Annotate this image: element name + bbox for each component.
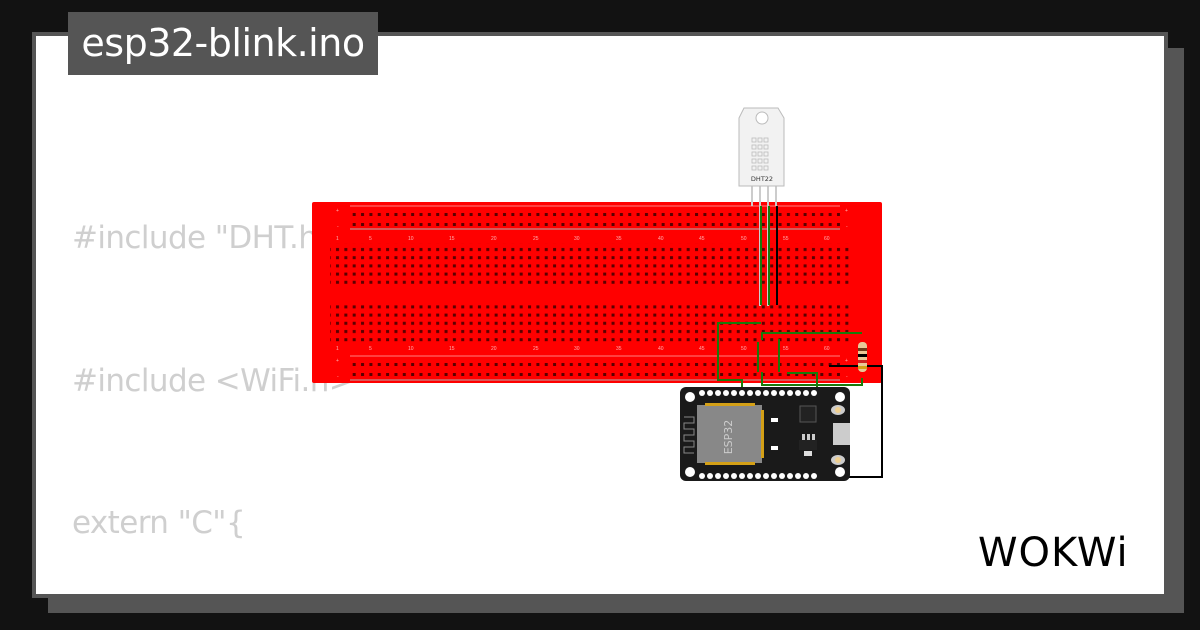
svg-text:5: 5 xyxy=(369,236,372,242)
svg-text:40: 40 xyxy=(658,346,664,352)
svg-text:45: 45 xyxy=(699,346,705,352)
svg-text:30: 30 xyxy=(574,236,580,242)
svg-text:+: + xyxy=(845,208,848,214)
svg-text:1: 1 xyxy=(336,236,339,242)
file-title-tab: esp32-blink.ino xyxy=(68,12,378,75)
svg-text:35: 35 xyxy=(616,346,622,352)
svg-text:ESP32: ESP32 xyxy=(722,420,735,455)
svg-text:25: 25 xyxy=(533,236,539,242)
svg-text:15: 15 xyxy=(449,346,455,352)
svg-text:50: 50 xyxy=(741,346,747,352)
svg-text:10: 10 xyxy=(408,346,414,352)
svg-text:-: - xyxy=(846,224,848,230)
wires xyxy=(717,206,883,478)
svg-text:+: + xyxy=(336,358,339,364)
svg-text:WOKWi: WOKWi xyxy=(978,530,1129,574)
svg-text:+: + xyxy=(336,208,339,214)
svg-text:60: 60 xyxy=(824,346,830,352)
esp32-board: ESP32 xyxy=(680,387,850,481)
svg-text:45: 45 xyxy=(699,236,705,242)
svg-text:-: - xyxy=(337,224,339,230)
svg-text:10: 10 xyxy=(408,236,414,242)
svg-text:-: - xyxy=(337,374,339,380)
svg-text:20: 20 xyxy=(491,346,497,352)
code-line: extern "C"{ xyxy=(72,505,246,541)
wokwi-logo: WOKWi xyxy=(978,530,1129,574)
svg-text:55: 55 xyxy=(783,236,789,242)
svg-text:5: 5 xyxy=(369,346,372,352)
svg-text:15: 15 xyxy=(449,236,455,242)
resistor xyxy=(858,342,867,372)
svg-text:+: + xyxy=(845,358,848,364)
svg-text:55: 55 xyxy=(783,346,789,352)
svg-text:-: - xyxy=(846,374,848,380)
svg-text:40: 40 xyxy=(658,236,664,242)
svg-text:30: 30 xyxy=(574,346,580,352)
svg-text:20: 20 xyxy=(491,236,497,242)
svg-text:DHT22: DHT22 xyxy=(751,175,773,183)
svg-text:60: 60 xyxy=(824,236,830,242)
svg-text:50: 50 xyxy=(741,236,747,242)
svg-text:35: 35 xyxy=(616,236,622,242)
svg-text:25: 25 xyxy=(533,346,539,352)
svg-text:1: 1 xyxy=(336,346,339,352)
